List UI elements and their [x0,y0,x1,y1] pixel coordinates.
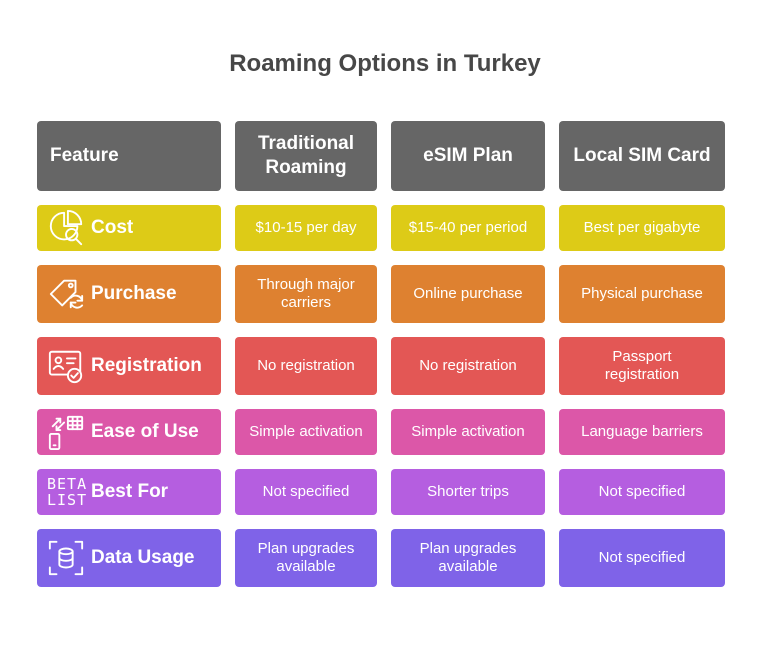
betalist-logo-icon: BETA LIST [47,473,88,511]
cell-purchase-local-sim: Physical purchase [559,265,725,323]
page-title: Roaming Options in Turkey [229,50,541,77]
cell-registration-local-sim: Passport registration [559,337,725,395]
row-label-text: Ease of Use [91,421,199,442]
pie-chart-magnifier-icon [47,209,85,247]
header-local-sim-card: Local SIM Card [559,121,725,191]
row-label-purchase: Purchase [37,265,221,323]
cell-registration-esim: No registration [391,337,545,395]
betalist-logo-line: LIST [47,491,88,509]
row-label-data-usage: Data Usage [37,529,221,587]
row-label-text: Registration [91,355,202,376]
cell-data-usage-traditional: Plan upgrades available [235,529,377,587]
cell-ease-esim: Simple activation [391,409,545,455]
cell-purchase-esim: Online purchase [391,265,545,323]
row-label-text: Best For [91,481,169,502]
cell-cost-local-sim: Best per gigabyte [559,205,725,251]
header-traditional-roaming: Traditional Roaming [235,121,377,191]
row-label-registration: Registration [37,337,221,395]
phone-transfer-icon [47,413,85,451]
row-label-best-for: BETA LIST Best For [37,469,221,515]
cell-best-for-local-sim: Not specified [559,469,725,515]
id-card-check-icon [47,347,85,385]
row-label-text: Purchase [91,283,177,304]
database-scan-icon [47,539,85,577]
cell-data-usage-esim: Plan upgrades available [391,529,545,587]
header-feature: Feature [37,121,221,191]
cell-cost-esim: $15-40 per period [391,205,545,251]
cell-purchase-traditional: Through major carriers [235,265,377,323]
cell-cost-traditional: $10-15 per day [235,205,377,251]
price-tag-refresh-icon [47,275,85,313]
cell-ease-traditional: Simple activation [235,409,377,455]
row-label-cost: Cost [37,205,221,251]
cell-registration-traditional: No registration [235,337,377,395]
cell-ease-local-sim: Language barriers [559,409,725,455]
row-label-text: Data Usage [91,547,195,568]
row-label-text: Cost [91,217,134,238]
header-esim-plan: eSIM Plan [391,121,545,191]
betalist-logo-line: BETA [47,475,88,493]
row-label-ease-of-use: Ease of Use [37,409,221,455]
cell-best-for-esim: Shorter trips [391,469,545,515]
cell-data-usage-local-sim: Not specified [559,529,725,587]
cell-best-for-traditional: Not specified [235,469,377,515]
